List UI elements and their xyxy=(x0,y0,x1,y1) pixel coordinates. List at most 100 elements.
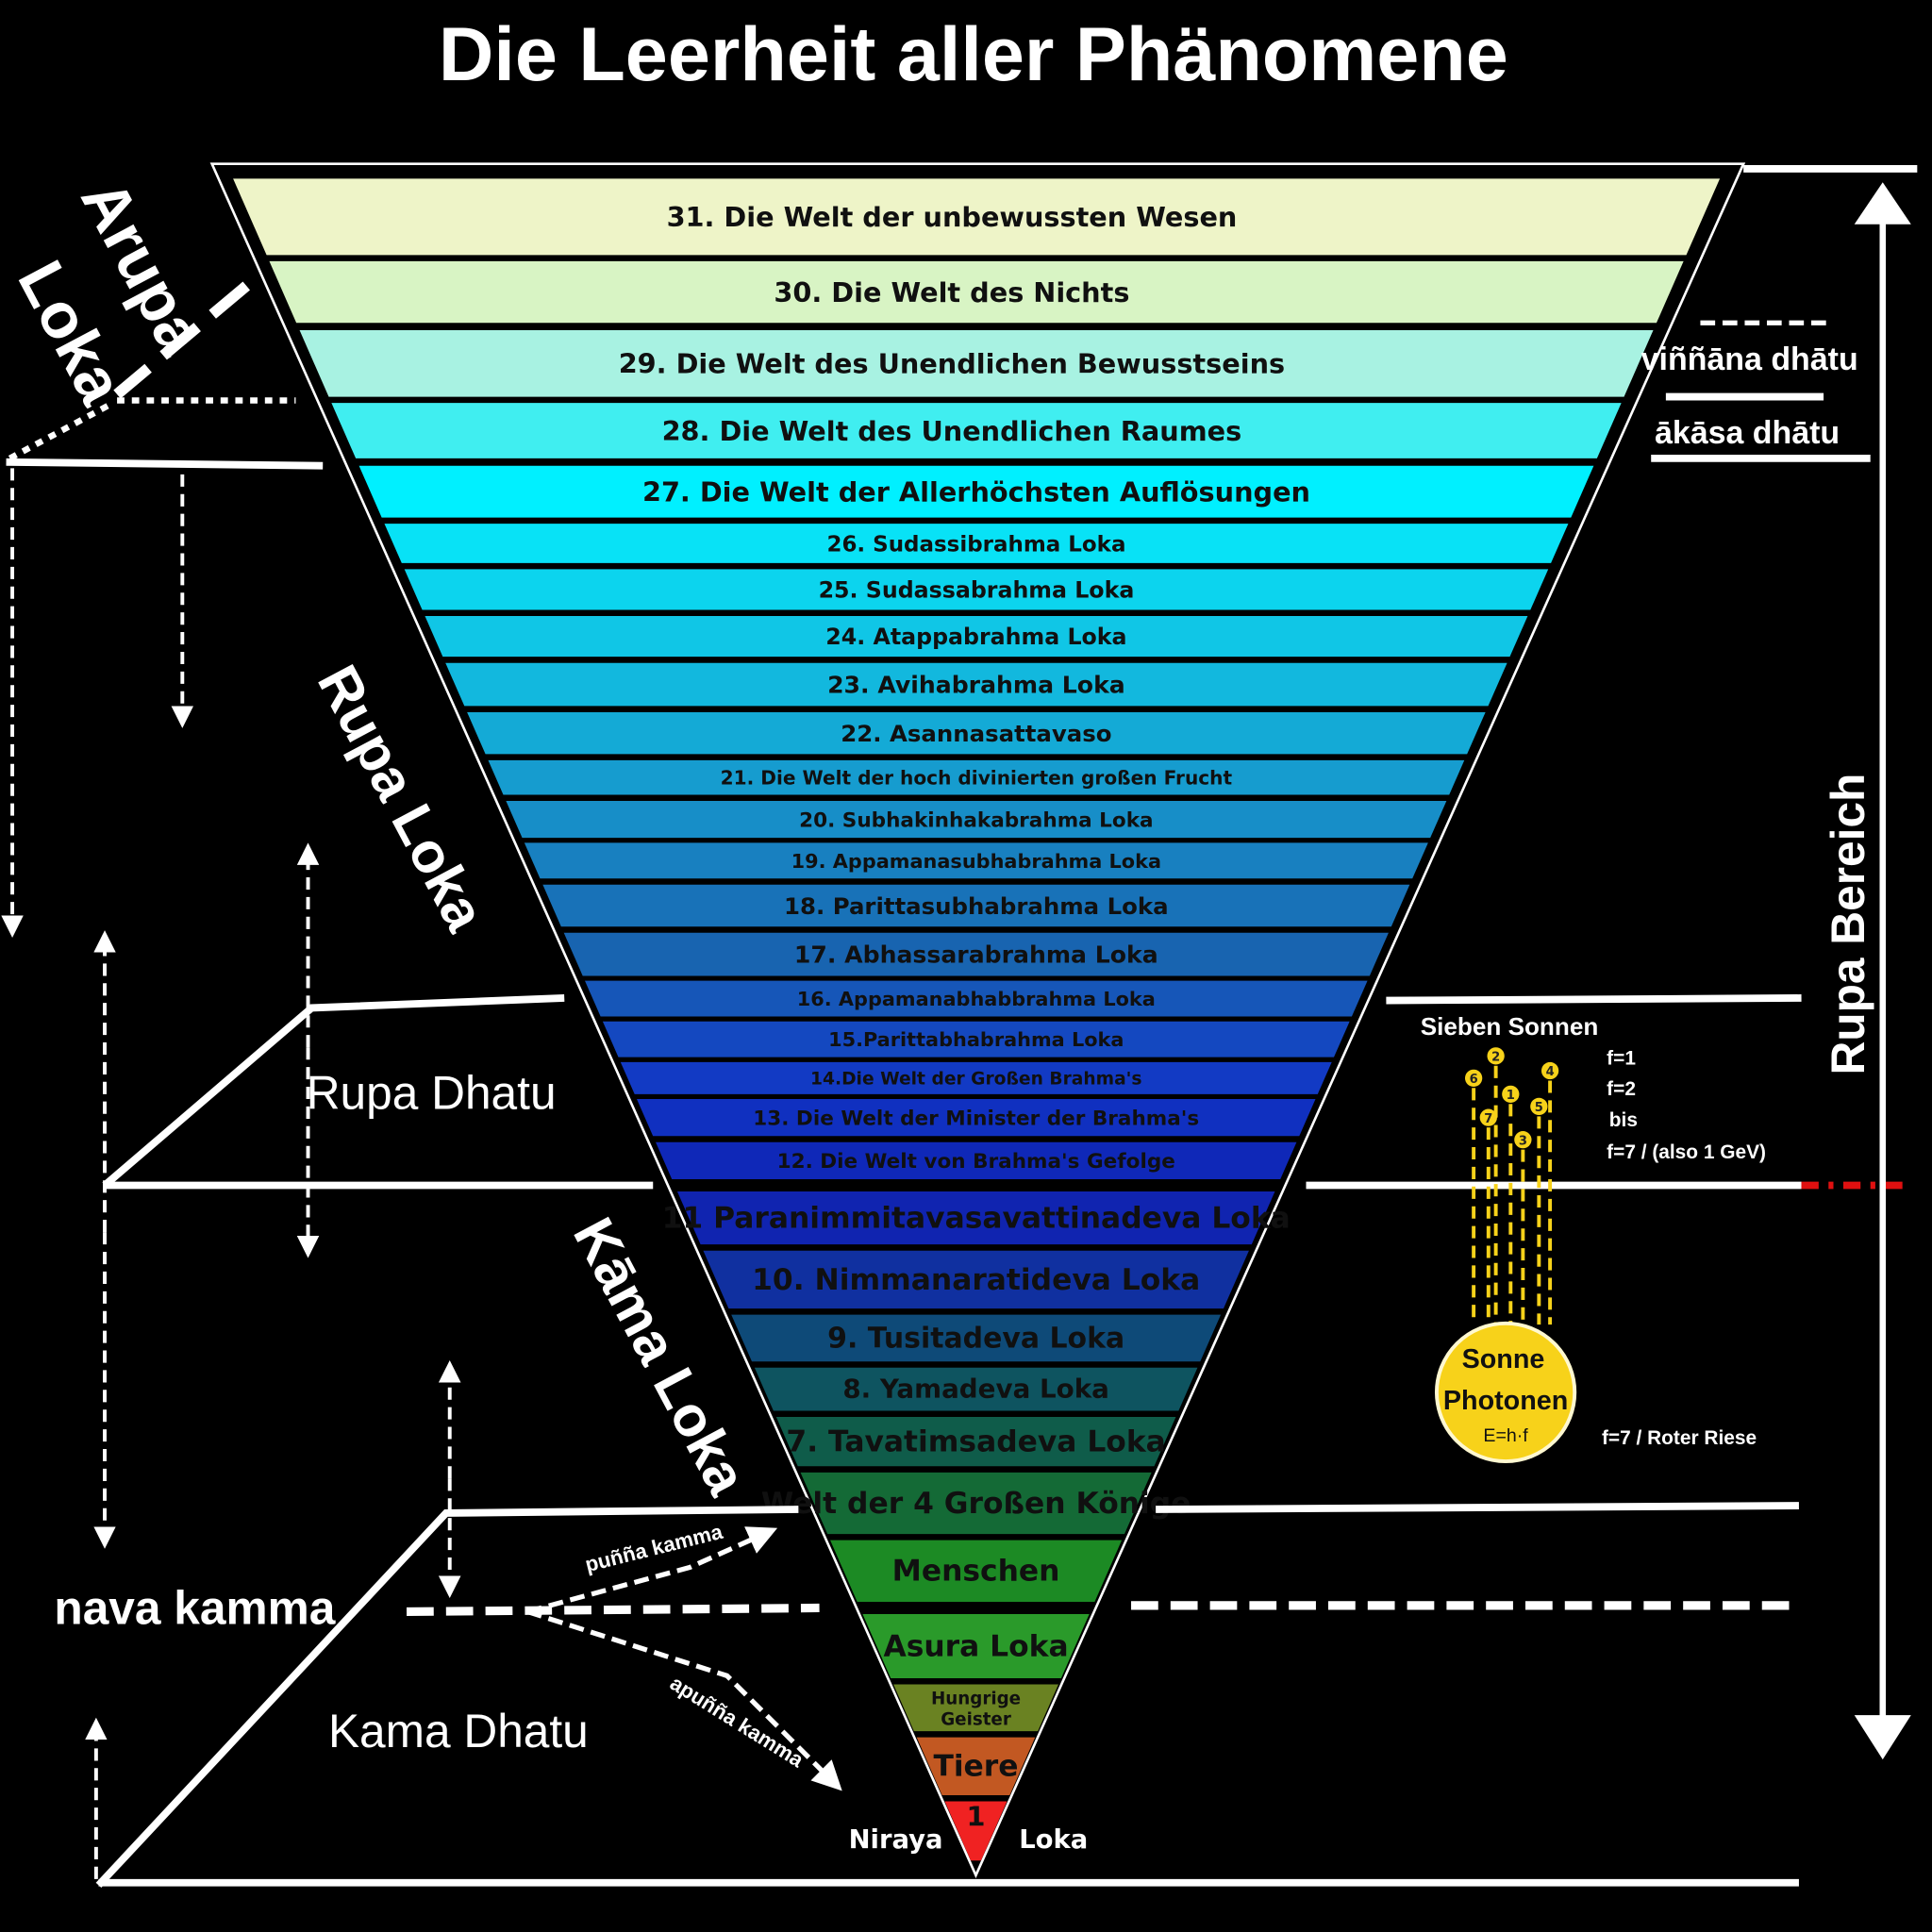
band-7 xyxy=(775,1417,1176,1467)
band-31 xyxy=(233,178,1721,256)
line-right-kama xyxy=(1156,1502,1799,1513)
f-line: bis xyxy=(1609,1109,1638,1131)
band-23 xyxy=(445,662,1507,707)
red-giant-label: f=7 / Roter Riese xyxy=(1602,1427,1757,1449)
band-label: 12. Die Welt von Brahma's Gefolge xyxy=(777,1150,1175,1174)
band-label: 31. Die Welt der unbewussten Wesen xyxy=(667,201,1238,233)
line-right-sieben xyxy=(1386,994,1802,1005)
band-9 xyxy=(731,1314,1222,1362)
band-6 xyxy=(800,1472,1152,1535)
dot-arupa-2 xyxy=(8,401,113,461)
band-15 xyxy=(602,1021,1350,1058)
small-sun xyxy=(1464,1069,1483,1087)
line-rupa-dhatu-top xyxy=(102,994,565,1189)
band-label: 25. Sudassabrahma Loka xyxy=(819,577,1135,604)
band-label: 22. Asannasattavaso xyxy=(841,720,1111,747)
small-sun-number: 2 xyxy=(1491,1051,1500,1065)
sun-circle xyxy=(1434,1321,1577,1464)
band-3 xyxy=(893,1684,1058,1732)
band-label: 29. Die Welt des Unendlichen Bewusstsein… xyxy=(619,348,1285,380)
small-sun-number: 1 xyxy=(1507,1089,1515,1103)
band-label: 7. Tavatimsadeva Loka xyxy=(786,1425,1165,1459)
page-title: Die Leerheit aller Phänomene xyxy=(439,12,1508,97)
small-sun-number: 4 xyxy=(1546,1065,1555,1079)
band-24 xyxy=(425,616,1528,658)
band-16 xyxy=(584,980,1368,1017)
band-label: Asura Loka xyxy=(883,1629,1068,1663)
band-label: 26. Sudassibrahma Loka xyxy=(826,532,1125,557)
small-sun xyxy=(1479,1108,1497,1126)
arrow-punna xyxy=(526,1526,778,1614)
band-18 xyxy=(542,884,1410,927)
f-values: f=1 f=2 bis f=7 / (also 1 GeV) f=7 / Rot… xyxy=(1602,1047,1766,1448)
line-kama-dhatu-top xyxy=(95,1506,799,1889)
band-label: 11 Paranimmitavasavattinadeva Loka xyxy=(662,1201,1291,1235)
band-label: 18. Parittasubhabrahma Loka xyxy=(784,892,1169,920)
band-label: 24. Atappabrahma Loka xyxy=(825,624,1126,650)
small-sun xyxy=(1502,1085,1520,1103)
band-19 xyxy=(524,842,1428,879)
band-label: 19. Appamanasubhabrahma Loka xyxy=(791,850,1161,873)
label-rupa-dhatu: Rupa Dhatu xyxy=(307,1067,557,1120)
band-26 xyxy=(384,524,1569,563)
band-label: 20. Subhakinhakabrahma Loka xyxy=(799,808,1153,832)
bands: 31. Die Welt der unbewussten Wesen 30. Di… xyxy=(233,178,1721,1861)
f-line: f=7 / (also 1 GeV) xyxy=(1607,1141,1766,1163)
band-label: Welt der 4 Großen Könige xyxy=(761,1487,1191,1521)
small-sun xyxy=(1541,1061,1559,1080)
band-2 xyxy=(916,1737,1036,1796)
f-line: f=1 xyxy=(1607,1047,1636,1069)
band-label: 9. Tusitadeva Loka xyxy=(827,1322,1124,1355)
band-25 xyxy=(404,569,1549,610)
label-vinnana-dhatu: viññāna dhātu xyxy=(1641,341,1858,377)
dashed-lines xyxy=(8,281,1826,1791)
band-label: 21. Die Welt der hoch divinierten großen… xyxy=(721,766,1233,789)
band-label: 15.Parittabhabrahma Loka xyxy=(828,1028,1124,1051)
band-label: 27. Die Welt der Allerhöchsten Auflösung… xyxy=(642,475,1310,508)
label-punna-kamma: puñña kamma xyxy=(583,1520,725,1577)
band-22 xyxy=(467,711,1486,755)
band-27 xyxy=(358,465,1594,518)
band-5 xyxy=(830,1540,1123,1602)
small-sun xyxy=(1514,1131,1532,1149)
arrow-head-down xyxy=(1854,1715,1911,1760)
small-sun xyxy=(1530,1097,1548,1116)
band-label: 17. Abhassarabrahma Loka xyxy=(794,941,1158,969)
band-label: Tiere xyxy=(933,1750,1018,1784)
band-21 xyxy=(488,759,1465,795)
divider-lines xyxy=(6,165,1918,1889)
small-sun xyxy=(1487,1047,1505,1065)
arrow-apunna xyxy=(526,1608,842,1791)
band-4 xyxy=(862,1614,1090,1678)
sieben-sonnen-heading: Sieben Sonnen xyxy=(1421,1012,1599,1041)
label-loka: Loka xyxy=(1019,1825,1088,1855)
line-arupa-left xyxy=(6,458,324,470)
formula-label: E=h·f xyxy=(1483,1425,1528,1446)
band-label: Menschen xyxy=(892,1555,1060,1589)
band-10 xyxy=(703,1250,1249,1309)
label-kama-dhatu: Kama Dhatu xyxy=(328,1705,589,1757)
band-12 xyxy=(656,1141,1297,1179)
band-label: 14.Die Welt der Großen Brahma's xyxy=(810,1070,1141,1090)
label-niraya: Niraya xyxy=(849,1825,943,1855)
photonen-label: Photonen xyxy=(1443,1386,1568,1416)
small-sun-number: 7 xyxy=(1484,1112,1492,1126)
band-label: 1 xyxy=(966,1801,985,1833)
dash-nava-left xyxy=(406,1603,820,1616)
small-sun-number: 6 xyxy=(1470,1073,1478,1087)
label-nava-kamma: nava kamma xyxy=(54,1581,335,1634)
band-label: 30. Die Welt des Nichts xyxy=(774,276,1129,308)
band-label: 28. Die Welt des Unendlichen Raumes xyxy=(662,415,1242,447)
band-20 xyxy=(506,800,1447,839)
vertical-arrows xyxy=(1,468,461,1879)
band-8 xyxy=(754,1367,1198,1411)
dash-arupa-diag xyxy=(113,281,250,399)
label-akasa-dhatu: ākāsa dhātu xyxy=(1655,415,1840,451)
sun-label: Sonne xyxy=(1462,1344,1545,1374)
small-sun-number: 5 xyxy=(1535,1101,1543,1115)
band-29 xyxy=(299,330,1654,397)
